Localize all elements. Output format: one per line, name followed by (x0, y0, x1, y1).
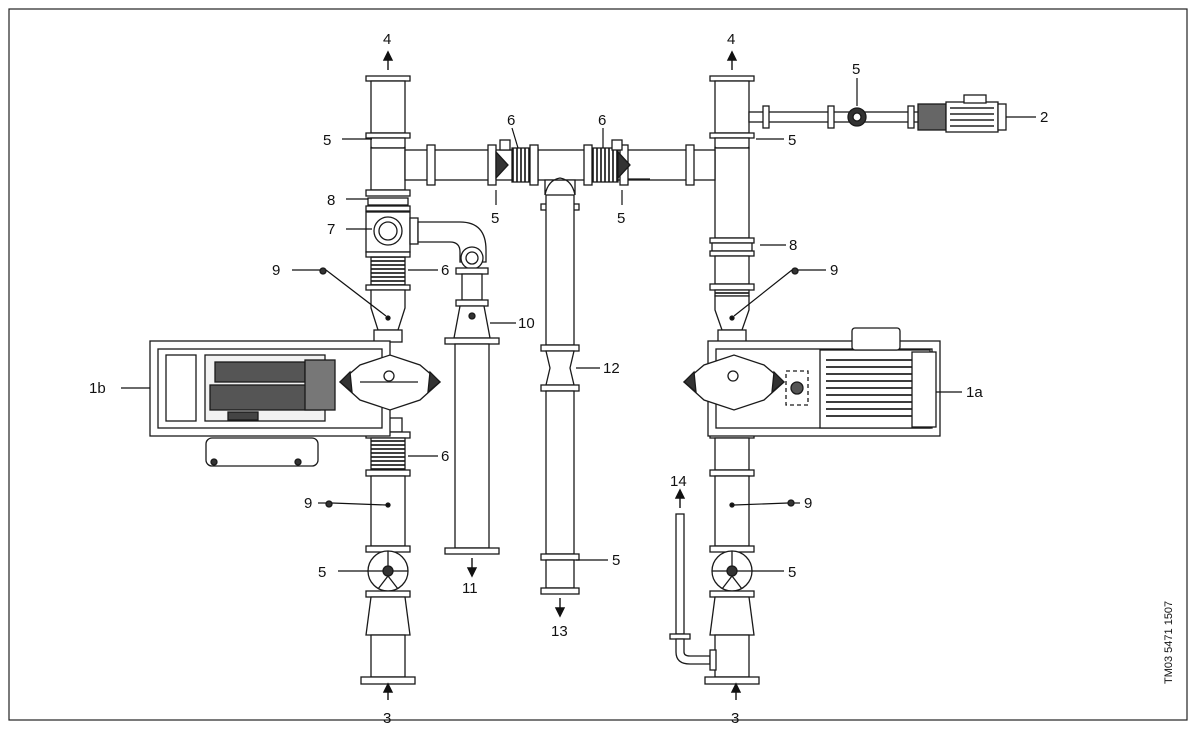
label-6-top-left: 6 (507, 112, 515, 129)
label-5-top-right: 5 (788, 132, 796, 149)
label-5-bottom-left: 5 (318, 564, 326, 581)
test-line-14 (669, 513, 717, 671)
pilot-pump-line (748, 94, 1007, 133)
diesel-engine-unit (149, 340, 391, 467)
outer-border (8, 8, 1188, 721)
label-3-left: 3 (383, 710, 391, 727)
center-pipe (540, 194, 580, 595)
label-12: 12 (603, 360, 620, 377)
label-1b: 1b (89, 380, 106, 397)
left-pump-casing (339, 354, 441, 411)
label-5-mid-left: 5 (491, 210, 499, 227)
label-5-top-left: 5 (323, 132, 331, 149)
label-6-top-right: 6 (598, 112, 606, 129)
label-9-right-upper: 9 (830, 262, 838, 279)
label-10: 10 (518, 315, 535, 332)
label-6-left-upper: 6 (441, 262, 449, 279)
label-13: 13 (551, 623, 568, 640)
label-1a: 1a (966, 384, 983, 401)
left-pipe-column (319, 75, 416, 685)
label-9-right-lower: 9 (804, 495, 812, 512)
label-5-center-bottom: 5 (612, 552, 620, 569)
label-6-left-lower: 6 (441, 448, 449, 465)
drawing-code: TM03 5471 1507 (1163, 601, 1175, 684)
label-5-bottom-right: 5 (788, 564, 796, 581)
right-pump-casing (683, 354, 785, 411)
label-11: 11 (462, 580, 478, 597)
right-pipe-column (704, 75, 799, 685)
label-4-right: 4 (727, 31, 735, 48)
label-9-left-lower: 9 (304, 495, 312, 512)
label-2: 2 (1040, 109, 1048, 126)
label-4-left: 4 (383, 31, 391, 48)
callouts: 4 4 5 5 5 2 6 6 5 5 8 7 8 9 9 6 10 12 1b… (89, 31, 1048, 727)
bypass-pipe (409, 217, 500, 555)
label-8-right: 8 (789, 237, 797, 254)
leader-lines (121, 78, 1036, 572)
label-14: 14 (670, 473, 687, 490)
label-5-mid-right: 5 (617, 210, 625, 227)
top-manifold (404, 139, 716, 196)
label-9-left-upper: 9 (272, 262, 280, 279)
flow-arrows (382, 50, 742, 700)
label-3-right: 3 (731, 710, 739, 727)
label-5-motor-line: 5 (852, 61, 860, 78)
label-8-left: 8 (327, 192, 335, 209)
label-7: 7 (327, 221, 335, 238)
